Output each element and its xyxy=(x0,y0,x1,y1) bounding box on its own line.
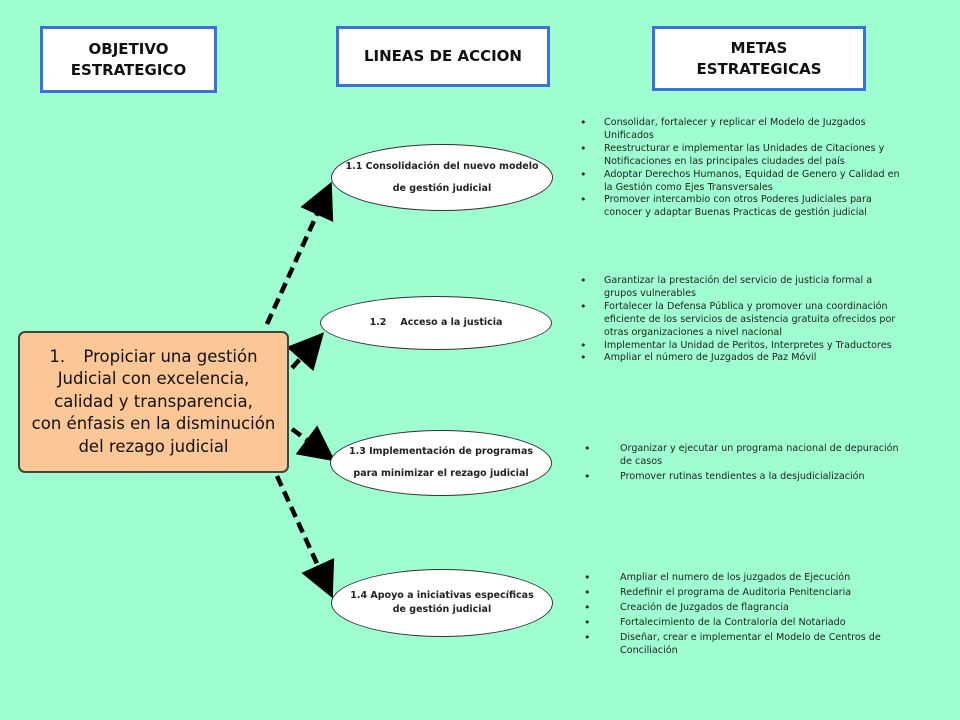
bullet-icon: • xyxy=(580,274,587,287)
goal-item: • Ampliar el número de Juzgados de Paz Mó… xyxy=(580,352,955,365)
goal-item-text: Ampliar el numero de los juzgados de Eje… xyxy=(620,572,851,583)
action-line-2: 1.2 Acceso a la justicia xyxy=(320,296,552,350)
goal-item-text: Promover intercambio con otros Poderes J… xyxy=(604,194,872,206)
bullet-icon: • xyxy=(584,442,591,455)
goal-item-text: la Gestión como Ejes Transversales xyxy=(604,181,773,193)
goal-item-text: Notificaciones en las principales ciudad… xyxy=(604,155,845,167)
goal-item: • Promover intercambio con otros Poderes … xyxy=(580,194,955,220)
goal-item: • Garantizar la prestación del servicio d… xyxy=(580,274,955,301)
bullet-icon: • xyxy=(580,193,587,207)
goal-item-text: Reestructurar e implementar las Unidades… xyxy=(604,142,885,154)
goals-list-3: • Organizar y ejecutar un programa nacion… xyxy=(584,442,944,486)
goal-item: • Redefinir el programa de Auditoria Peni… xyxy=(584,585,934,600)
action-line-1: 1.1 Consolidación del nuevo modelo de ge… xyxy=(331,144,553,211)
goal-item: • Consolidar, fortalecer y replicar el Mo… xyxy=(580,116,955,143)
goal-item: • Promover rutinas tendientes a la desju… xyxy=(584,469,944,484)
goals-list-2: • Garantizar la prestación del servicio d… xyxy=(580,274,955,365)
objective-header: OBJETIVO ESTRATEGICO xyxy=(40,26,217,93)
objective-line-4: con énfasis en la disminución xyxy=(31,414,276,434)
bullet-icon: • xyxy=(584,600,591,614)
goal-item: • Fortalecimiento de la Contraloría del N… xyxy=(584,615,934,630)
goal-item-text: Fortalecimiento de la Contraloría del No… xyxy=(620,616,846,628)
action-line-2-label: 1.2 Acceso a la justicia xyxy=(370,312,503,334)
goal-item-text: conocer y adaptar Buenas Practicas de ge… xyxy=(604,207,867,219)
goal-item-text: Organizar y ejecutar un programa naciona… xyxy=(620,443,899,454)
bullet-icon: • xyxy=(584,469,591,483)
objective-line-2: Judicial con excelencia, xyxy=(57,369,250,389)
goal-item: • Fortalecer la Defensa Pública y promove… xyxy=(580,299,955,340)
bullet-icon: • xyxy=(580,167,587,181)
action-line-3: 1.3 Implementación de programas para min… xyxy=(330,430,552,496)
action-line-1-text-2: de gestión judicial xyxy=(392,182,492,194)
goal-item: • Creación de Juzgados de flagrancia xyxy=(584,600,934,615)
objective-header-line-1: OBJETIVO xyxy=(88,39,169,58)
goal-item-text: Redefinir el programa de Auditoria Penit… xyxy=(620,586,852,598)
arrow-to-line-4 xyxy=(274,475,335,599)
goal-item-text: Creación de Juzgados de flagrancia xyxy=(620,601,789,613)
objective-header-line-2: ESTRATEGICO xyxy=(70,60,187,79)
goal-item-text: Fortalecer la Defensa Pública y promover… xyxy=(604,300,888,312)
action-line-1-text-1: 1.1 Consolidación del nuevo modelo xyxy=(345,160,539,172)
bullet-icon: • xyxy=(580,338,587,352)
goal-item: • Ampliar el numero de los juzgados de Ej… xyxy=(584,571,934,585)
arrow-to-line-2 xyxy=(286,332,325,372)
bullet-icon: • xyxy=(584,585,591,599)
action-line-4: 1.4 Apoyo a iniciativas específicas de g… xyxy=(331,569,553,637)
action-line-4-text-2: de gestión judicial xyxy=(392,604,492,615)
action-line-3-text-1: 1.3 Implementación de programas xyxy=(348,446,534,457)
bullet-icon: • xyxy=(584,571,591,584)
goal-item: • Organizar y ejecutar un programa nacion… xyxy=(584,442,944,469)
goal-item-text: Consolidar, fortalecer y replicar el Mod… xyxy=(604,117,866,128)
goal-item-text: Adoptar Derechos Humanos, Equidad de Gen… xyxy=(604,168,900,180)
lines-header-line-1: LINEAS DE ACCION xyxy=(363,47,522,65)
bullet-icon: • xyxy=(580,141,587,155)
goal-item: • Adoptar Derechos Humanos, Equidad de Ge… xyxy=(580,167,955,195)
bullet-icon: • xyxy=(580,116,587,129)
bullet-icon: • xyxy=(584,630,591,644)
goal-item: • Implementar la Unidad de Peritos, Inter… xyxy=(580,338,955,353)
arrow-to-line-1 xyxy=(264,181,334,325)
goals-list-1: • Consolidar, fortalecer y replicar el Mo… xyxy=(580,116,955,220)
objective-line-1: 1. Propiciar una gestión xyxy=(49,346,257,369)
objective-box: 1. Propiciar una gestión Judicial con exc… xyxy=(18,331,289,473)
goals-header-line-1: METAS xyxy=(730,38,788,57)
goal-item-text: eficiente de los servicios de asistencia… xyxy=(604,313,896,325)
objective-text-1: Propiciar una gestión xyxy=(83,346,258,366)
lines-header: LINEAS DE ACCION xyxy=(336,26,550,87)
goal-item-text: Diseñar, crear e implementar el Modelo d… xyxy=(620,631,881,643)
goal-item-text: Implementar la Unidad de Peritos, Interp… xyxy=(604,339,892,351)
bullet-icon: • xyxy=(584,615,591,629)
goals-header-line-2: ESTRATEGICAS xyxy=(696,59,822,78)
bullet-icon: • xyxy=(580,299,587,313)
goal-item-text: Unificados xyxy=(604,129,654,141)
goals-header: METAS ESTRATEGICAS xyxy=(652,26,866,91)
arrow-to-line-3 xyxy=(290,425,336,462)
goal-item-text: grupos vulnerables xyxy=(604,287,697,299)
action-line-4-text-1: 1.4 Apoyo a iniciativas específicas xyxy=(350,590,534,601)
goal-item-text: Garantizar la prestación del servicio de… xyxy=(604,275,873,286)
objective-line-5: del rezago judicial xyxy=(78,436,229,456)
bullet-icon: • xyxy=(580,351,587,365)
action-line-2-text: Acceso a la justicia xyxy=(400,317,503,328)
action-line-2-number: 1.2 xyxy=(369,317,387,328)
goal-item-text: de casos xyxy=(620,455,663,467)
goals-list-4: • Ampliar el numero de los juzgados de Ej… xyxy=(584,571,934,659)
objective-number: 1. xyxy=(49,346,66,366)
goal-item-text: Conciliación xyxy=(620,644,678,656)
goal-item: • Reestructurar e implementar las Unidade… xyxy=(580,141,955,169)
goal-item-text: otras organizaciones a nivel nacional xyxy=(604,326,782,338)
goal-item-text: Promover rutinas tendientes a la desjudi… xyxy=(620,470,865,482)
action-line-3-text-2: para minimizar el rezago judicial xyxy=(353,468,529,479)
goal-item-text: Ampliar el número de Juzgados de Paz Móv… xyxy=(604,352,817,364)
goal-item: • Diseñar, crear e implementar el Modelo … xyxy=(584,630,934,658)
objective-line-3: calidad y transparencia, xyxy=(54,391,253,411)
